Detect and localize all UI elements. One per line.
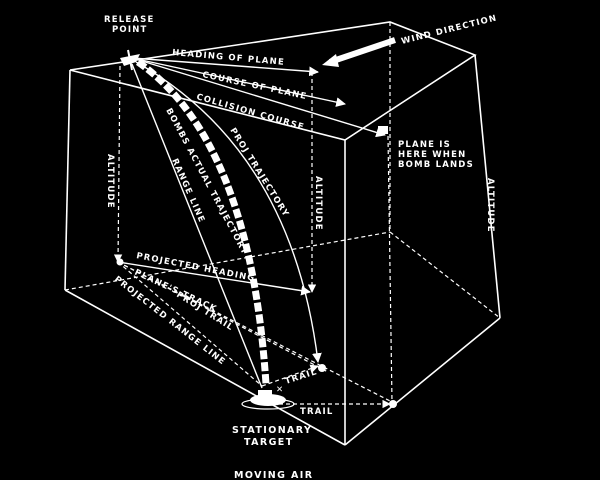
range-line <box>131 63 263 389</box>
wind-direction-label: WIND DIRECTION <box>400 13 498 47</box>
trail-lower-label: TRAIL <box>300 407 334 417</box>
planes-track-line <box>117 261 329 373</box>
box-bottom-front <box>64 289 346 446</box>
trail-upper-line <box>261 364 319 387</box>
moving-air-label: MOVING AIR <box>234 470 313 480</box>
altitude-right-line <box>387 135 393 403</box>
altitude-right-label: ALTITUDE <box>485 178 495 233</box>
box-bottom-back-hidden <box>64 231 391 291</box>
wind-arrow <box>322 37 396 67</box>
plane-is-here-label-3: BOMB LANDS <box>398 160 474 170</box>
altitude-left-line <box>113 65 123 263</box>
planes-track-extension <box>117 261 393 403</box>
plane-icon <box>120 49 140 71</box>
stationary-target-label-1: STATIONARY <box>232 425 312 436</box>
release-point-label-1: RELEASE <box>104 15 154 25</box>
plane-ground-position-marker <box>389 400 397 408</box>
altitude-center-label: ALTITUDE <box>313 176 323 231</box>
air-box <box>64 21 501 446</box>
trail-upper-label: TRAIL <box>284 367 319 387</box>
box-bottom-back-right-hidden <box>389 231 501 319</box>
box-edge-back-right <box>474 54 501 319</box>
wind-arrow-shaft <box>329 37 396 65</box>
projected-range-line <box>117 261 263 387</box>
plane-is-here-label-2: HERE WHEN <box>398 150 466 160</box>
projected-heading-line <box>117 261 311 296</box>
altitude-left-label: ALTITUDE <box>105 154 115 209</box>
box-edge-front-left <box>64 69 71 291</box>
heading-of-plane-line <box>131 57 319 77</box>
release-point-label-2: POINT <box>112 25 148 35</box>
release-ground-point-marker <box>116 258 124 266</box>
course-of-plane-line <box>131 57 346 107</box>
plane-is-here-label-1: PLANE IS <box>398 140 451 150</box>
wind-arrow-head <box>322 54 339 67</box>
collision-course-line <box>131 57 386 138</box>
stationary-target-label-2: TARGET <box>244 437 294 448</box>
bombs-actual-trajectory-band <box>135 59 270 385</box>
plane-at-landing-icon <box>378 126 388 134</box>
stationary-target-icon <box>241 390 295 410</box>
proj-impact-marker <box>318 364 326 372</box>
box-bottom-right <box>344 317 501 446</box>
target-x-mark: ✕ <box>276 385 284 395</box>
proj-trajectory-curve <box>135 61 322 363</box>
